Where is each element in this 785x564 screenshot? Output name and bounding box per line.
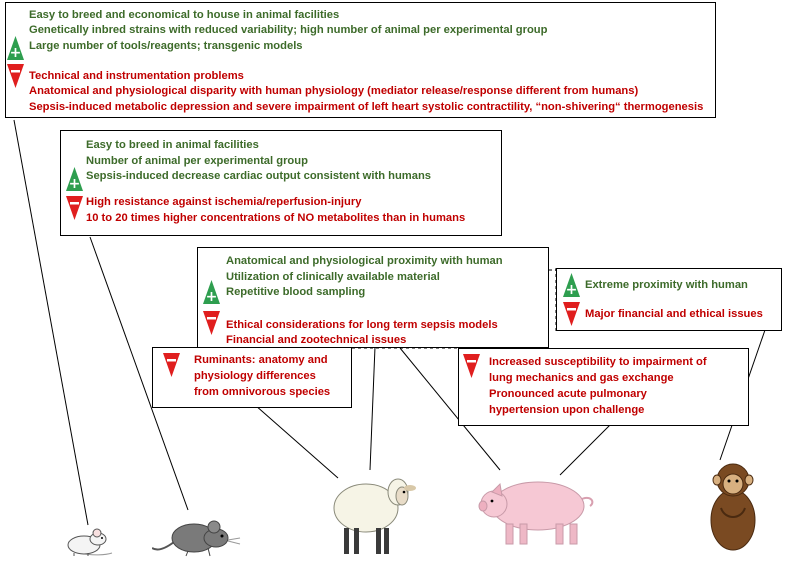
svg-text:+: +: [10, 45, 22, 60]
minus-badge-icon: [203, 311, 220, 335]
large-animal-con-2: Financial and zootechnical issues: [226, 334, 407, 346]
mouse-con-2: Anatomical and physiological disparity w…: [29, 85, 639, 97]
plus-badge-icon: +: [203, 280, 220, 304]
mouse-pro-3: Large number of tools/reagents; transgen…: [29, 40, 303, 52]
pig-con-4: hypertension upon challenge: [489, 404, 645, 416]
pig-con-3: Pronounced acute pulmonary: [489, 388, 647, 400]
sheep-icon: [333, 478, 416, 554]
sheep-con-3: from omnivorous species: [194, 386, 331, 398]
rat-icon: [152, 520, 241, 557]
primate-con-1: Major financial and ethical issues: [585, 308, 763, 320]
monkey-icon: [710, 463, 756, 551]
rat-box: Easy to breed in animal facilities Numbe…: [60, 130, 502, 236]
large-animal-pro-2: Utilization of clinically available mate…: [226, 271, 440, 283]
pig-con-1: Increased susceptibility to impairment o…: [489, 356, 707, 368]
rat-pro-3: Sepsis-induced decrease cardiac output c…: [86, 170, 432, 182]
plus-badge-icon: +: [66, 167, 83, 191]
pig-icon: [478, 481, 594, 545]
mouse-con-1: Technical and instrumentation problems: [29, 70, 244, 82]
svg-text:+: +: [566, 282, 578, 297]
mouse-con-3: Sepsis-induced metabolic depression and …: [29, 101, 704, 113]
minus-badge-icon: [66, 196, 83, 220]
rat-con-1: High resistance against ischemia/reperfu…: [86, 196, 362, 208]
mouse-pro-2: Genetically inbred strains with reduced …: [29, 24, 548, 36]
minus-badge-icon: [563, 302, 580, 326]
large-animal-box: Anatomical and physiological proximity w…: [197, 247, 549, 348]
svg-text:+: +: [69, 176, 81, 191]
large-animal-pro-3: Repetitive blood sampling: [226, 286, 366, 298]
rat-pro-2: Number of animal per experimental group: [86, 155, 308, 167]
svg-text:+: +: [206, 289, 218, 304]
plus-badge-icon: +: [563, 273, 580, 297]
minus-badge-icon: [463, 354, 480, 378]
large-animal-con-1: Ethical considerations for long term sep…: [226, 319, 498, 331]
pig-box: Increased susceptibility to impairment o…: [458, 348, 749, 426]
rat-pro-1: Easy to breed in animal facilities: [86, 139, 259, 151]
primate-pro-1: Extreme proximity with human: [585, 279, 748, 291]
plus-badge-icon: +: [7, 36, 24, 60]
sheep-box: Ruminants: anatomy and physiology differ…: [152, 347, 352, 408]
rat-con-2: 10 to 20 times higher concentrations of …: [86, 212, 466, 224]
minus-badge-icon: [163, 353, 180, 377]
mouse-icon: [67, 528, 113, 556]
minus-badge-icon: [7, 64, 24, 88]
primate-box: Extreme proximity with human Major finan…: [556, 268, 782, 331]
sheep-con-1: Ruminants: anatomy and: [194, 354, 328, 366]
mouse-box: Easy to breed and economical to house in…: [5, 2, 716, 118]
pig-con-2: lung mechanics and gas exchange: [489, 372, 674, 384]
large-animal-pro-1: Anatomical and physiological proximity w…: [226, 255, 503, 267]
mouse-pro-1: Easy to breed and economical to house in…: [29, 9, 340, 21]
sheep-con-2: physiology differences: [194, 370, 316, 382]
